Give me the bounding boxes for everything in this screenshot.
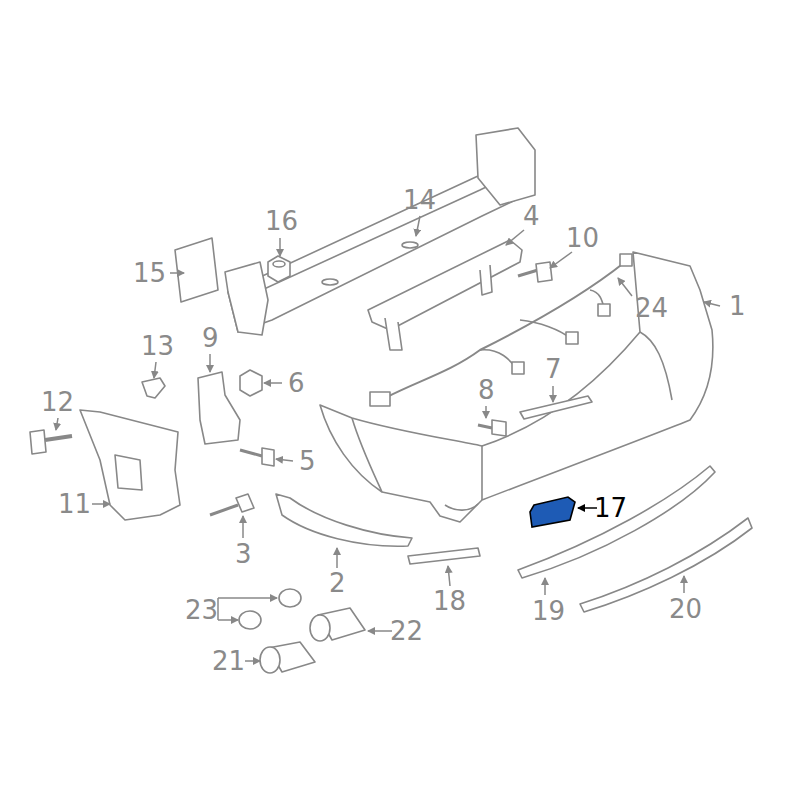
callout-number: 21 [212, 648, 245, 674]
callout-number: 11 [58, 491, 91, 517]
callout-number: 3 [235, 541, 252, 567]
callout-number: 12 [41, 389, 74, 415]
callout-number: 13 [141, 333, 174, 359]
callout-number: 10 [566, 225, 599, 251]
callout-number: 9 [202, 325, 219, 351]
callout-number: 14 [403, 187, 436, 213]
callout-number: 8 [478, 377, 495, 403]
callout-number: 15 [133, 260, 166, 286]
callout-number: 7 [545, 356, 562, 382]
callout-number: 23 [185, 597, 218, 623]
callout-number: 5 [299, 448, 316, 474]
callout-number: 4 [523, 203, 540, 229]
highlighted-part [530, 497, 575, 527]
callout-number: 22 [390, 618, 423, 644]
callout-number: 20 [669, 596, 702, 622]
callout-number: 17 [594, 495, 627, 521]
callout-number: 16 [265, 208, 298, 234]
callout-number: 24 [635, 295, 668, 321]
callout-number: 19 [532, 598, 565, 624]
callout-number: 6 [288, 370, 305, 396]
callout-number: 2 [329, 570, 346, 596]
callout-number: 1 [729, 293, 746, 319]
callout-number: 18 [433, 588, 466, 614]
